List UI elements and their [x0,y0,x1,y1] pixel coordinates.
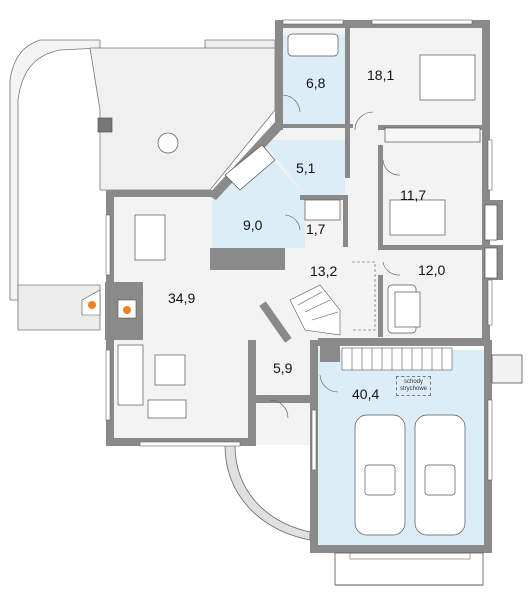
entrance-canopy [224,444,311,541]
room-area-bathroom-upper: 6,8 [306,75,326,91]
room-area-kitchen: 9,0 [243,217,263,233]
attic-stairs-line1: schody [404,379,424,385]
windows [105,19,493,560]
room-area-pantry: 1,7 [306,221,326,237]
room-area-living-room: 34,9 [168,290,196,306]
furniture [97,33,498,536]
room-area-wc: 5,1 [296,160,316,176]
stairs [289,261,453,371]
garage-front [334,354,523,586]
attic-stairs-note: schody strychowe [396,376,432,396]
terrace [9,39,276,331]
doors [269,94,401,419]
room-area-hall: 13,2 [310,263,338,279]
room-area-bedroom-middle: 11,7 [400,187,427,203]
room-area-bedroom-master: 18,1 [367,67,395,83]
room-area-garage: 40,4 [352,386,380,402]
attic-stairs-line2: strychowe [400,386,428,392]
fireplace [81,289,137,319]
room-area-vestibule: 5,9 [273,360,293,376]
room-area-bedroom-lower: 12,0 [418,262,446,278]
